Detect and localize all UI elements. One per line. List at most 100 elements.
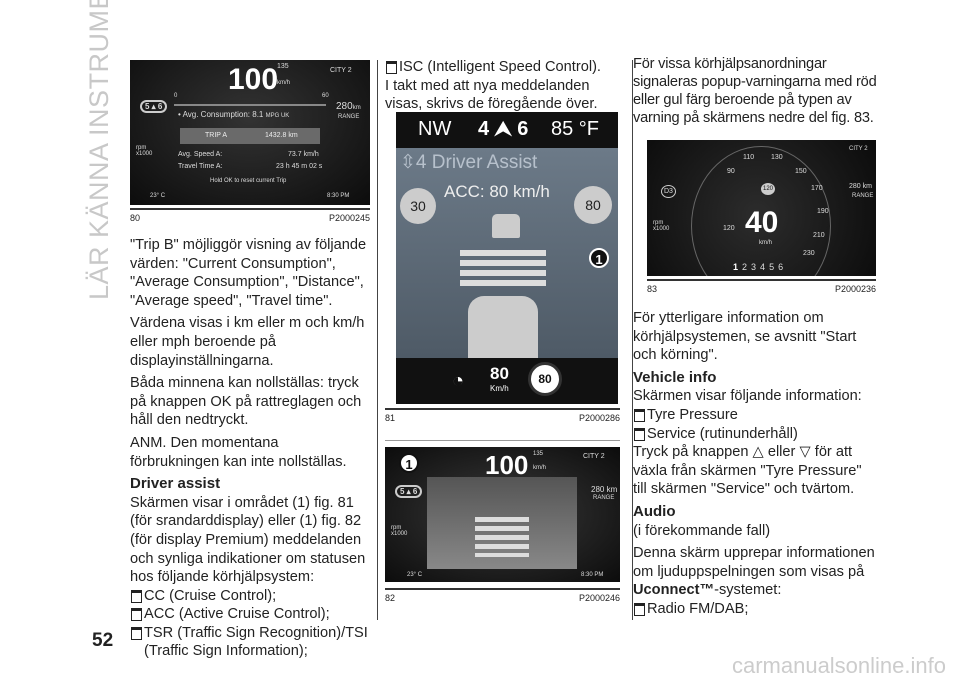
column-divider bbox=[632, 60, 633, 620]
heading-driver-assist: Driver assist bbox=[130, 475, 221, 493]
paragraph: För ytterligare information om körhjälps… bbox=[633, 310, 857, 364]
gear-indicator: 4 ⮝ 6 bbox=[478, 118, 529, 140]
rpm-label: rpm x1000 bbox=[653, 220, 670, 232]
scale-min: 0 bbox=[174, 93, 178, 99]
assist-scene: ⇳4 Driver Assist ACC: 80 km/h 30 80 bbox=[396, 148, 618, 358]
avg-consumption: • Avg. Consumption: 8.1 MPG UK bbox=[178, 110, 289, 119]
menu-title: ⇳4 Driver Assist bbox=[400, 152, 538, 173]
up-arrow-icon: △ bbox=[752, 444, 764, 461]
travel-time: 23 h 45 m 02 s bbox=[276, 163, 323, 170]
distance-bars bbox=[475, 517, 529, 557]
figure-number: 83 bbox=[647, 284, 658, 294]
figure-code: P2000236 bbox=[834, 284, 876, 294]
gear-indicator: 5 ▴ 6 bbox=[395, 485, 423, 498]
list-item: Service (rutinunderhåll) bbox=[633, 425, 878, 444]
consumption-value: • Avg. Consumption: 8.1 bbox=[178, 110, 264, 119]
range: 280 km bbox=[591, 485, 618, 494]
speed: 100 bbox=[228, 63, 279, 96]
paragraph: I takt med att nya meddelanden visas, sk… bbox=[385, 77, 598, 113]
gear-selector: 123456 bbox=[733, 262, 787, 272]
temperature: 85 °F bbox=[551, 118, 600, 140]
drive-mode: CITY 2 bbox=[849, 146, 868, 152]
trip-label: TRIP A bbox=[205, 132, 228, 139]
range-label: RANGE bbox=[593, 495, 615, 501]
speedometer-icon: ◔ bbox=[452, 370, 465, 392]
temperature: 23° C bbox=[407, 572, 423, 578]
range-unit: km bbox=[352, 105, 361, 111]
drive-mode: CITY 2 bbox=[583, 453, 605, 460]
paragraph: Skärmen visar i området (1) fig. 81 (för… bbox=[130, 494, 366, 586]
car-ahead-icon bbox=[492, 214, 520, 238]
figure-81-driver-assist: NW 4 ⮝ 6 85 °F ⇳4 Driver Assist ACC: 80 … bbox=[396, 112, 618, 404]
avg-speed-label: Avg. Speed A: bbox=[178, 151, 223, 158]
paragraph: Tryck på knappen △ eller ▽ för att växla… bbox=[633, 443, 878, 499]
speed-sign: 80 bbox=[528, 362, 562, 396]
tick-label: 190 bbox=[817, 208, 829, 215]
tick-label: 110 bbox=[743, 154, 755, 161]
unit: km/h bbox=[533, 465, 547, 471]
gear: 5 bbox=[769, 262, 779, 272]
reset-hint: Hold OK to reset current Trip bbox=[210, 178, 287, 184]
figure-code: P2000286 bbox=[578, 413, 620, 423]
rpm-label: rpm x1000 bbox=[136, 145, 153, 157]
speed-limit-sign: 120 bbox=[761, 183, 776, 195]
column-1-text: "Trip B" möjliggör visning av följande v… bbox=[130, 236, 370, 661]
speed-limit: 135 bbox=[277, 63, 289, 70]
list-item: TSR (Traffic Sign Recognition)/TSI (Traf… bbox=[130, 624, 370, 661]
column-2-text: ISC (Intelligent Speed Control). I takt … bbox=[385, 58, 620, 118]
speed-limit: 135 bbox=[533, 451, 544, 457]
set-speed-unit: Km/h bbox=[490, 384, 509, 393]
range-value: 280 bbox=[336, 101, 353, 112]
paragraph: ANM. Den momentana förbrukningen kan int… bbox=[130, 434, 347, 470]
compass-heading: NW bbox=[418, 118, 452, 140]
brand: Uconnect™ bbox=[633, 582, 715, 599]
tick-label: 170 bbox=[811, 185, 823, 192]
speed-sign: 30 bbox=[400, 188, 436, 224]
figure-number: 81 bbox=[385, 413, 396, 423]
column-3-text: För ytterligare information om körhjälps… bbox=[633, 309, 878, 619]
avg-speed: 73.7 km/h bbox=[288, 151, 319, 158]
list-item: ACC (Active Cruise Control); bbox=[130, 605, 370, 624]
figure-82-caption: 82 P2000246 bbox=[385, 588, 620, 603]
column-divider bbox=[377, 60, 378, 620]
watermark: carmanualsonline.info bbox=[731, 653, 946, 678]
set-speed: 120 bbox=[723, 225, 735, 232]
text: för att växla från skärmen "Tyre Pressur… bbox=[633, 444, 862, 498]
tick-label: 130 bbox=[771, 154, 783, 161]
clock: 8:30 PM bbox=[581, 572, 604, 578]
heading-audio: Audio bbox=[633, 502, 676, 520]
figure-code: P2000246 bbox=[578, 593, 620, 603]
gear: 2 bbox=[742, 262, 752, 272]
figure-80-trip-display: 100 135 km/h CITY 2 5 ▴ 6 0 60 • Avg. Co… bbox=[130, 60, 370, 205]
page-number: 52 bbox=[92, 630, 114, 651]
text: Denna skärm upprepar informationen om lj… bbox=[633, 545, 875, 580]
heading-vehicle-info: Vehicle info bbox=[633, 368, 717, 386]
text: Tryck på knappen bbox=[633, 444, 749, 461]
acc-status: ACC: 80 km/h bbox=[444, 182, 550, 201]
trip-value: 1432.8 km bbox=[265, 132, 298, 139]
own-car-icon bbox=[468, 296, 538, 358]
gear-indicator: D3 bbox=[661, 185, 676, 198]
callout-1: 1 bbox=[589, 248, 609, 268]
paragraph: (i förekommande fall) bbox=[633, 522, 771, 539]
column-3-intro: För vissa körhjälpsanordningar signalera… bbox=[633, 55, 887, 131]
paragraph: För vissa körhjälpsanordningar signalera… bbox=[633, 56, 877, 126]
unit: km/h bbox=[277, 80, 291, 86]
divider bbox=[385, 440, 620, 441]
paragraph: Värdena visas i km eller m och km/h elle… bbox=[130, 315, 365, 369]
figure-number: 82 bbox=[385, 593, 396, 603]
rpm-label: rpm x1000 bbox=[391, 525, 408, 537]
list-item: Tyre Pressure bbox=[633, 406, 878, 425]
drive-mode: CITY 2 bbox=[330, 67, 352, 74]
trip-bar: TRIP A 1432.8 km bbox=[180, 128, 320, 144]
assist-scene bbox=[427, 477, 577, 569]
temperature: 23° C bbox=[150, 193, 166, 199]
set-speed: 80 bbox=[490, 364, 509, 383]
scale-max: 60 bbox=[322, 93, 329, 99]
gear: 3 bbox=[751, 262, 761, 272]
figure-number: 80 bbox=[130, 213, 141, 223]
range-label: RANGE bbox=[852, 193, 874, 199]
speed: 100 bbox=[485, 450, 529, 480]
tick-label: 90 bbox=[727, 168, 735, 175]
